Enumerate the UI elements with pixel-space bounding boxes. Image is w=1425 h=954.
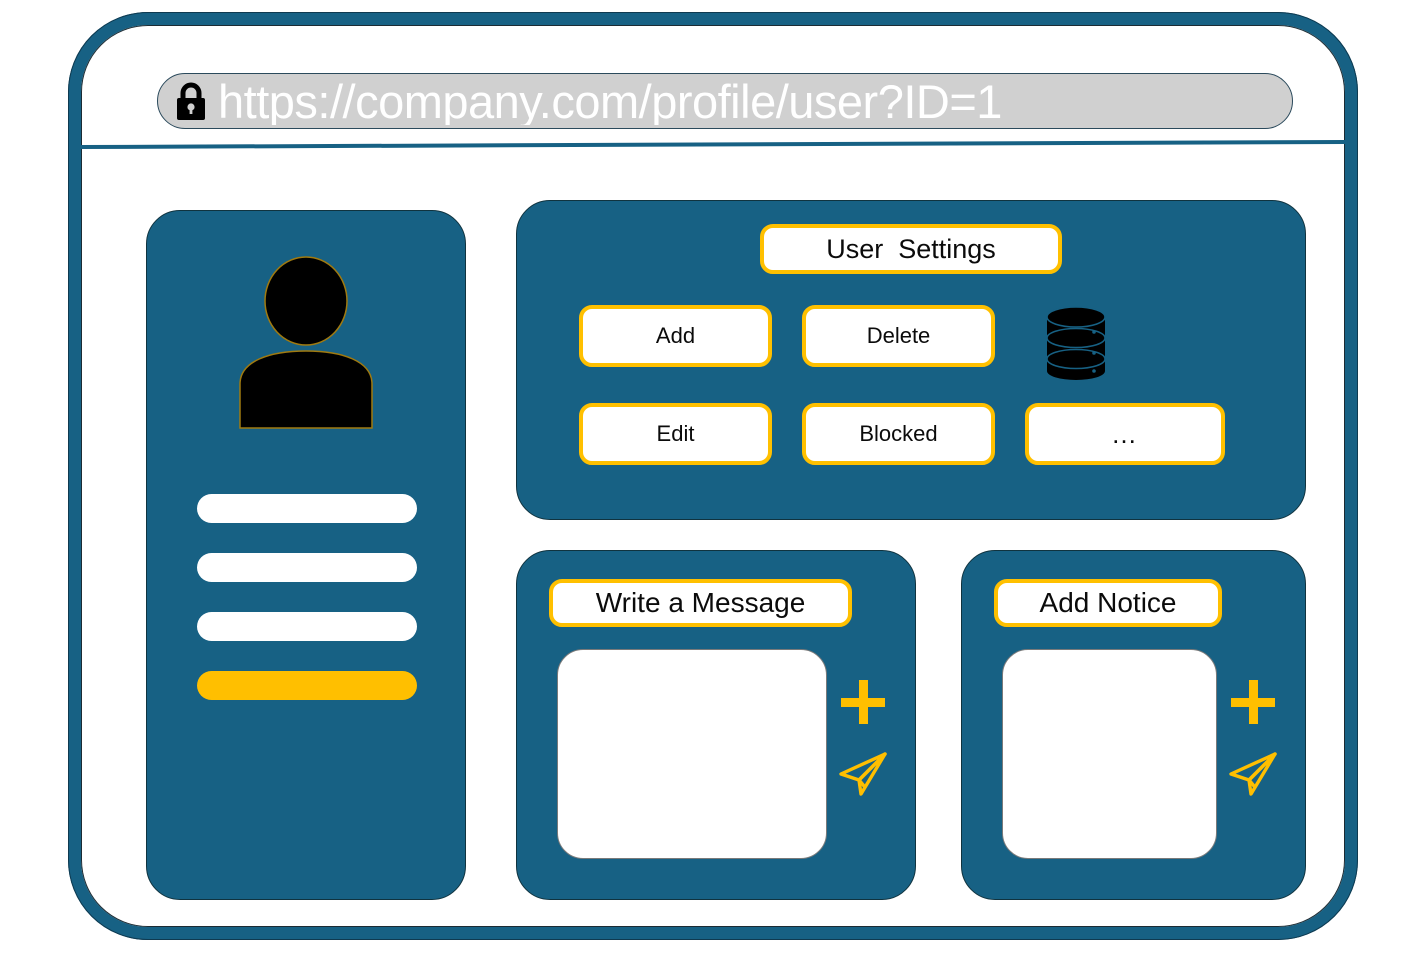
notice-actions (1221, 676, 1285, 798)
address-bar[interactable]: https://company.com/profile/user?ID=1 (157, 73, 1293, 129)
url-text: https://company.com/profile/user?ID=1 (218, 77, 1002, 125)
profile-sidebar (146, 210, 466, 900)
browser-toolbar: https://company.com/profile/user?ID=1 (80, 25, 1346, 149)
add-notice-title: Add Notice (994, 579, 1222, 627)
profile-line-3 (197, 612, 417, 641)
profile-line-4-highlighted[interactable] (197, 671, 417, 700)
browser-window: https://company.com/profile/user?ID=1 Us… (68, 12, 1358, 940)
add-notice-panel: Add Notice (961, 550, 1306, 900)
database-icon-slot (1025, 305, 1225, 381)
user-settings-panel: User Settings Add Delete (516, 200, 1306, 520)
user-avatar-icon (239, 256, 373, 429)
write-message-panel: Write a Message (516, 550, 916, 900)
paper-plane-icon[interactable] (1227, 750, 1279, 798)
profile-detail-lines (197, 494, 417, 700)
profile-line-1 (197, 494, 417, 523)
user-settings-title: User Settings (760, 224, 1062, 274)
blocked-button[interactable]: Blocked (802, 403, 995, 465)
database-icon (1046, 306, 1106, 380)
message-actions (831, 676, 895, 798)
plus-icon[interactable] (837, 676, 889, 728)
edit-button[interactable]: Edit (579, 403, 772, 465)
lock-icon (177, 82, 205, 120)
more-options-button[interactable]: … (1025, 403, 1225, 465)
add-button[interactable]: Add (579, 305, 772, 367)
page-content: User Settings Add Delete (81, 155, 1345, 927)
write-message-title: Write a Message (549, 579, 852, 627)
plus-icon[interactable] (1227, 676, 1279, 728)
user-settings-actions: Add Delete (579, 305, 1244, 465)
notice-textarea[interactable] (1002, 649, 1217, 859)
message-textarea[interactable] (557, 649, 827, 859)
toolbar-divider (80, 140, 1346, 149)
paper-plane-icon[interactable] (837, 750, 889, 798)
delete-button[interactable]: Delete (802, 305, 995, 367)
profile-line-2 (197, 553, 417, 582)
